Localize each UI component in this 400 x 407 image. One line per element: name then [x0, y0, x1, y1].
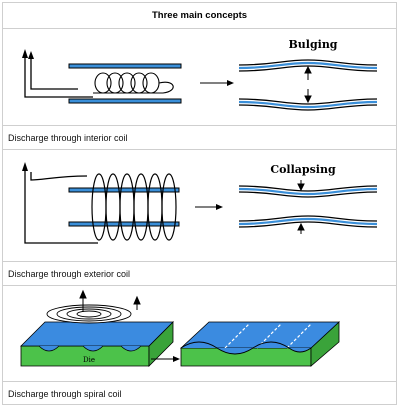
spiral-coil-diagram: Die	[20, 289, 341, 367]
tube-walls	[68, 187, 180, 227]
coil-lead	[24, 168, 98, 244]
coil-lead-inner	[30, 172, 88, 181]
concept-table: Three main concepts	[2, 2, 397, 405]
tube-walls	[68, 63, 182, 104]
die-label: Die	[83, 356, 95, 364]
spiral-coil-figure: Die	[3, 286, 396, 381]
coil-leads	[79, 289, 141, 312]
force-arrows	[297, 180, 305, 234]
bulged-tube	[238, 59, 378, 111]
interior-coil	[93, 72, 174, 94]
bulging-label: Bulging	[288, 38, 337, 51]
spiral-coil-caption: Discharge through spiral coil	[3, 381, 396, 406]
interior-coil-figure: Bulging	[3, 29, 396, 125]
interior-coil-caption: Discharge through interior coil	[3, 125, 396, 150]
exterior-coil-figure: Collapsing	[3, 150, 396, 261]
force-arrows	[304, 65, 312, 104]
coil-lead	[24, 57, 93, 98]
exterior-coil	[91, 173, 177, 241]
coil-lead-inner	[30, 57, 78, 90]
table-title: Three main concepts	[3, 3, 396, 29]
collapsing-label: Collapsing	[270, 163, 336, 176]
interior-coil-diagram: Bulging	[22, 38, 378, 111]
die-block-right	[179, 321, 341, 367]
collapsed-tube	[238, 185, 378, 228]
spiral-coil	[46, 304, 132, 324]
exterior-coil-diagram: Collapsing	[22, 162, 378, 244]
exterior-coil-caption: Discharge through exterior coil	[3, 261, 396, 286]
die-block-left	[20, 321, 174, 367]
